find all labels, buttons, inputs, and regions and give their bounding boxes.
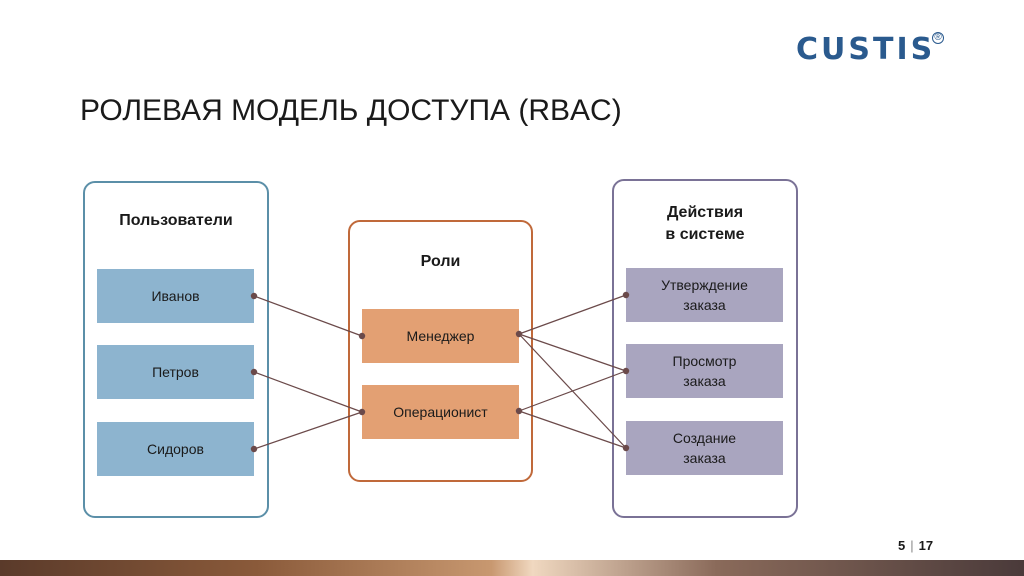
current-page: 5 xyxy=(898,538,906,553)
link-manager-create xyxy=(518,333,627,449)
slide-title: РОЛЕВАЯ МОДЕЛЬ ДОСТУПА (RBAC) xyxy=(80,94,622,127)
roles-heading: Роли xyxy=(420,253,461,270)
actions-heading: Действия в системе xyxy=(665,204,745,243)
link-manager-approve xyxy=(518,294,627,335)
link-operator-create xyxy=(518,410,627,449)
footer-decoration-bar xyxy=(0,560,1024,576)
registered-mark: ® xyxy=(932,32,944,44)
users-heading: Пользователи xyxy=(119,212,233,229)
link-petrov-operator xyxy=(253,371,363,413)
link-operator-view xyxy=(518,370,627,412)
custis-logo: CUSTIS xyxy=(796,32,936,67)
action-node-view-order: Просмотр заказа xyxy=(626,344,783,398)
action-node-create-order: Создание заказа xyxy=(626,421,783,475)
link-ivanov-manager xyxy=(253,295,363,337)
user-node-sidorov: Сидоров xyxy=(97,422,254,476)
role-node-operator: Операционист xyxy=(362,385,519,439)
page-counter: 5 | 17 xyxy=(898,538,933,553)
page-separator: | xyxy=(910,538,914,553)
role-node-manager: Менеджер xyxy=(362,309,519,363)
total-pages: 17 xyxy=(918,538,934,553)
link-sidorov-operator xyxy=(253,411,363,450)
link-manager-view xyxy=(518,333,627,372)
action-node-approve-order: Утверждение заказа xyxy=(626,268,783,322)
user-node-petrov: Петров xyxy=(97,345,254,399)
user-node-ivanov: Иванов xyxy=(97,269,254,323)
